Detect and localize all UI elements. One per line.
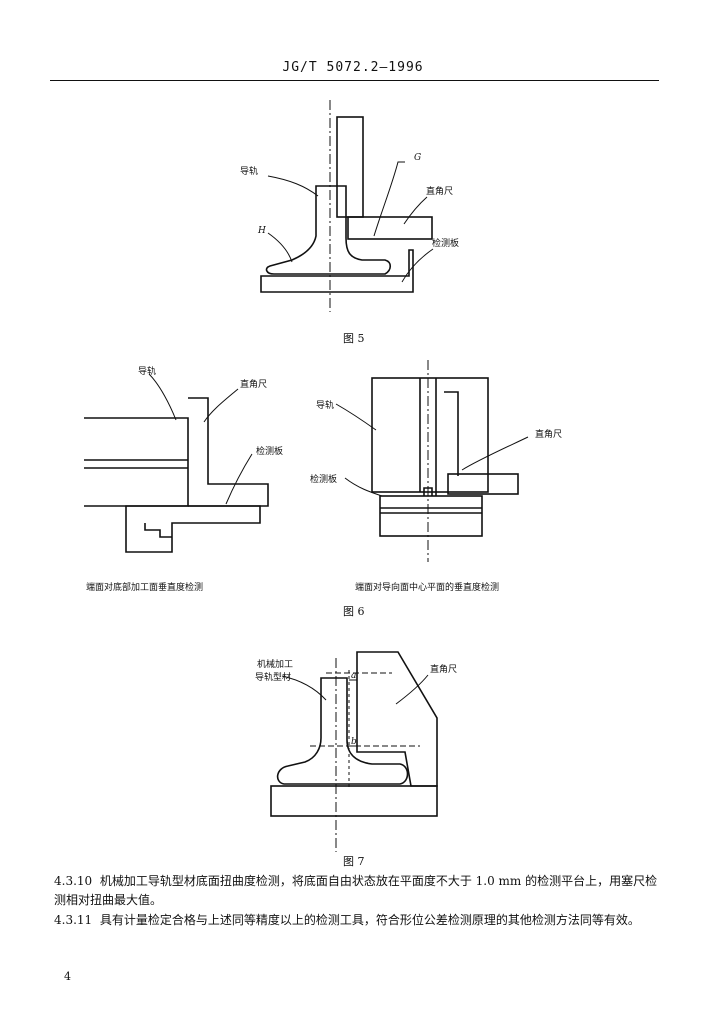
fig5-leader-g [373, 161, 405, 237]
clause-text: 具有计量检定合格与上述同等精度以上的检测工具，符合形位公差检测原理的其他检测方法… [99, 913, 640, 927]
fig7-label-square: 直角尺 [430, 663, 457, 675]
fig6r-plate [379, 495, 483, 537]
fig6r-rail [371, 377, 489, 493]
clause-4-3-10: 4.3.10 机械加工导轨型材底面扭曲度检测，将底面自由状态放在平面度不大于 1… [54, 872, 664, 910]
clause-text: ，将底面自由状态放在平面度不大于 1.0 mm 的检测平台上，用塞尺检测相对扭曲… [54, 874, 658, 907]
figure-7-caption: 图 7 [343, 855, 365, 868]
header-rule [50, 80, 659, 81]
clause-number: 4.3.10 [54, 874, 93, 888]
fig5-leader-plate [401, 248, 434, 283]
page-number: 4 [64, 970, 71, 983]
clause-number: 4.3.11 [54, 913, 93, 927]
fig7-label-material-2: 导轨型材 [255, 671, 291, 683]
figure-6-left-caption: 端面对底部加工面垂直度检测 [86, 583, 204, 593]
fig5-square [347, 216, 433, 240]
fig5-leader-square [403, 196, 428, 225]
fig6l-label-plate: 检测板 [256, 445, 283, 457]
fig6r-label-plate: 检测板 [310, 473, 337, 485]
fig6r-square [447, 473, 519, 495]
fig6l-plate [125, 505, 261, 553]
fig7-rail [276, 677, 409, 785]
fig7-label-b: b [351, 737, 357, 747]
fig5-leader-rail [267, 175, 319, 197]
fig5-leader-h [267, 232, 293, 263]
figure-6-right-caption: 端面对导向面中心平面的垂直度检测 [355, 583, 500, 593]
fig7-label-material-1: 机械加工 [257, 658, 293, 670]
fig5-label-square: 直角尺 [426, 185, 453, 197]
figure-6-caption: 图 6 [343, 605, 365, 618]
fig7-square [356, 651, 438, 787]
fig6r-label-rail: 导轨 [316, 399, 334, 411]
fig7-label-a: a [351, 671, 356, 681]
page-header: JG/T 5072.2—1996 [282, 60, 424, 75]
fig5-rail [265, 185, 392, 275]
fig5-label-h: H [257, 226, 266, 236]
fig6r-label-square: 直角尺 [535, 428, 562, 440]
figure-5-caption: 图 5 [343, 332, 365, 345]
fig6l-label-rail: 导轨 [138, 365, 156, 377]
fig5-label-g: G [414, 153, 421, 163]
fig5-base-plate [260, 249, 414, 293]
fig6l-label-square: 直角尺 [240, 378, 267, 390]
fig5-label-plate: 检测板 [432, 237, 459, 249]
clause-title: 机械加工导轨型材底面扭曲度检测 [99, 874, 280, 888]
fig5-label-rail: 导轨 [240, 165, 258, 177]
clause-4-3-11: 4.3.11 具有计量检定合格与上述同等精度以上的检测工具，符合形位公差检测原理… [54, 911, 664, 930]
fig7-base [270, 785, 438, 817]
